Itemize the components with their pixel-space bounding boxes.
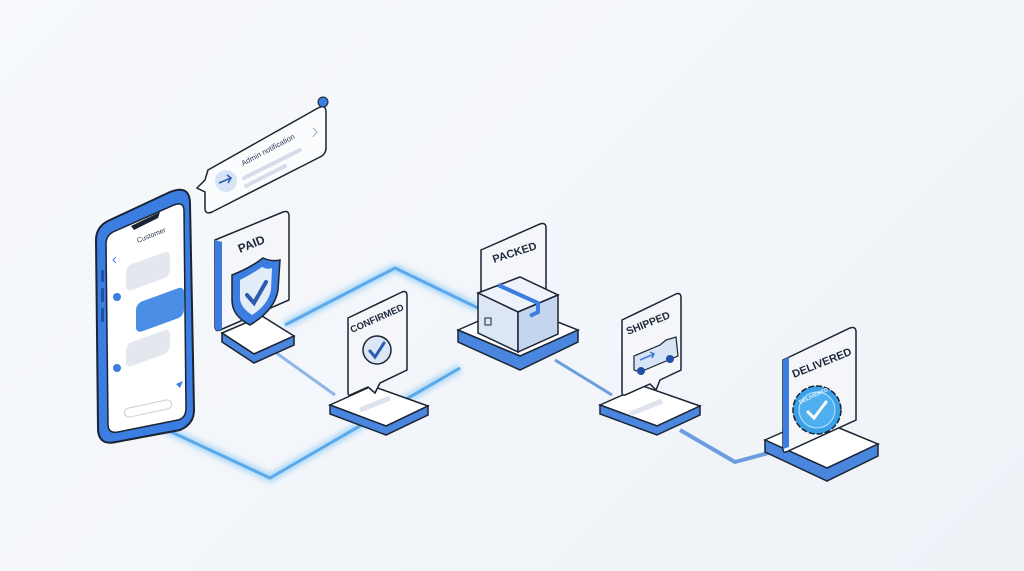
chat-bubble-incoming-2: [126, 329, 170, 367]
connector-shipped-delivered: [678, 428, 773, 464]
stage-paid[interactable]: PAID: [214, 210, 296, 364]
message-input[interactable]: [124, 399, 173, 418]
delivery-van-icon: [633, 336, 679, 375]
chat-bubble-incoming: [126, 251, 170, 291]
avatar: [113, 364, 121, 372]
shield-check-icon: [231, 257, 281, 326]
stage-packed[interactable]: PACKED: [456, 222, 580, 371]
check-circle-icon: [362, 335, 392, 365]
stage-shipped[interactable]: SHIPPED: [598, 292, 702, 436]
chevron-right-icon: [312, 127, 318, 138]
connector-phone-confirmed: [148, 364, 463, 482]
notification-dot: [317, 96, 329, 108]
back-chevron-icon: [112, 256, 117, 264]
customer-phone: Customer: [94, 188, 196, 444]
stage-confirmed[interactable]: CONFIRMED: [328, 290, 430, 436]
connector-packed-shipped: [554, 358, 613, 397]
avatar: [113, 293, 121, 301]
badge-check-icon: DELIVERED: [792, 385, 842, 435]
connector-paid-confirmed: [274, 350, 336, 397]
package-box-icon: [476, 276, 560, 354]
arrow-right-icon: [215, 170, 237, 192]
admin-notification[interactable]: Admin notification: [195, 96, 329, 214]
chat-bubble-outgoing: [136, 287, 184, 332]
stage-delivered[interactable]: DELIVERED DELIVERED: [763, 326, 880, 482]
send-icon[interactable]: [176, 381, 183, 388]
